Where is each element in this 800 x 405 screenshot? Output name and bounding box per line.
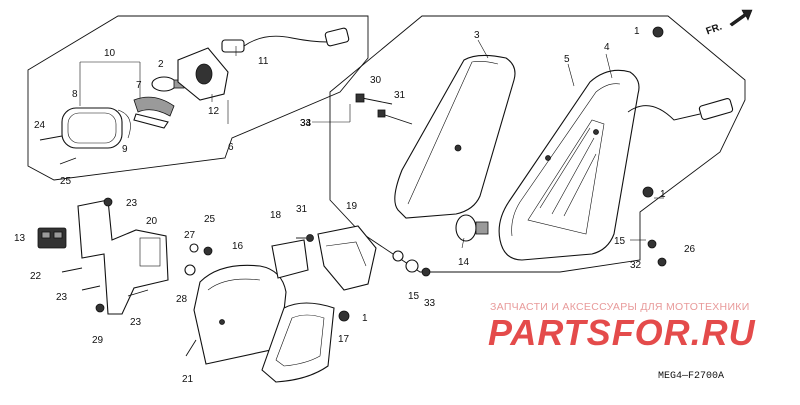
callout-3: 3 (474, 30, 480, 41)
callout-7: 7 (136, 80, 142, 91)
watermark-logo: PARTSFOR.RU (488, 312, 756, 353)
part-3-lens (394, 54, 516, 219)
callout-numbers: 1112345678910111213141515161718192021222… (14, 26, 696, 385)
callout-23: 23 (126, 198, 138, 209)
diagram-code: MEG4—F2700A (658, 371, 725, 382)
callout-29: 29 (92, 335, 104, 346)
part-2-bulb (151, 76, 185, 92)
watermark-caption: ЗАПЧАСТИ И АКСЕССУАРЫ ДЛЯ МОТОТЕХНИКИ (490, 301, 750, 313)
part-11-wire-harness (221, 27, 350, 53)
callout-15: 15 (408, 291, 420, 302)
callout-8: 8 (72, 89, 78, 100)
callout-12: 12 (208, 106, 220, 117)
callout-33: 33 (300, 118, 312, 129)
part-16-cover (193, 264, 287, 365)
callout-1: 1 (634, 26, 640, 37)
part-17-gasket (261, 302, 335, 383)
callout-23: 23 (130, 317, 142, 328)
part-20-bracket (77, 199, 169, 315)
callout-15: 15 (614, 236, 626, 247)
callout-9: 9 (122, 144, 128, 155)
callout-28: 28 (176, 294, 188, 305)
callout-10: 10 (104, 48, 116, 59)
callout-26: 26 (684, 244, 696, 255)
callout-33: 33 (424, 298, 436, 309)
part-4-taillight-housing (498, 69, 640, 261)
part-8-lens (61, 107, 131, 149)
leader-lines (79, 39, 664, 249)
part-14-bulb (455, 214, 489, 242)
callout-32: 32 (630, 260, 642, 271)
callout-13: 13 (14, 233, 26, 244)
callout-14: 14 (458, 257, 470, 268)
callout-16: 16 (232, 241, 244, 252)
group-box-6 (27, 15, 369, 181)
part-7-reflector (133, 96, 175, 129)
callout-30: 30 (370, 75, 382, 86)
callout-2: 2 (158, 59, 164, 70)
callout-1: 1 (362, 313, 368, 324)
callout-1: 1 (660, 189, 666, 200)
part-4-wire (627, 98, 734, 121)
callout-17: 17 (338, 334, 350, 345)
callout-24: 24 (34, 120, 46, 131)
front-arrow-icon (729, 9, 753, 27)
callout-6: 6 (228, 142, 234, 153)
callout-20: 20 (146, 216, 158, 227)
part-18-19-bracket (271, 225, 377, 291)
callout-22: 22 (30, 271, 42, 282)
callout-27: 27 (184, 230, 196, 241)
part-31-screws (355, 93, 413, 125)
callout-5: 5 (564, 54, 570, 65)
callout-34: 34 (300, 118, 312, 129)
callout-19: 19 (346, 201, 358, 212)
callout-31: 31 (296, 204, 308, 215)
callout-18: 18 (270, 210, 282, 221)
part-13-reflector (37, 227, 67, 249)
callout-23: 23 (56, 292, 68, 303)
callout-4: 4 (604, 42, 610, 53)
callout-25: 25 (204, 214, 216, 225)
part-12-socket (177, 47, 229, 101)
callout-25: 25 (60, 176, 72, 187)
callout-11: 11 (258, 56, 269, 67)
callout-31: 31 (394, 90, 406, 101)
callout-21: 21 (182, 374, 194, 385)
fasteners (39, 26, 667, 357)
